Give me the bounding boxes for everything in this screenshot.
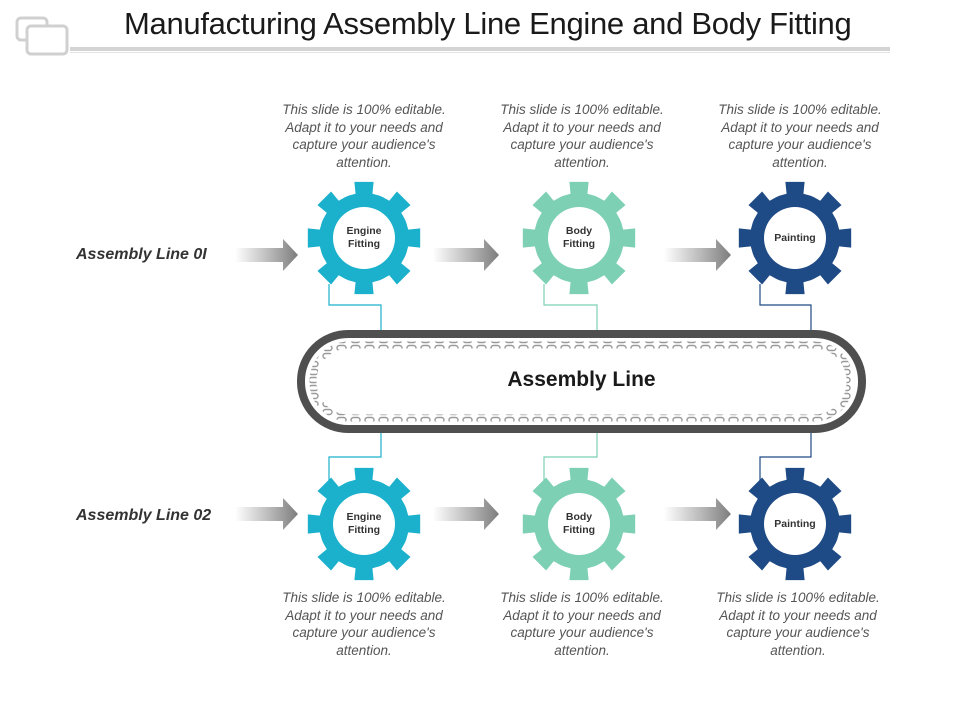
connector-lines: [328, 284, 812, 486]
gear-engine-fitting-row-2: Engine Fitting: [306, 466, 422, 582]
connector-top-1: [328, 284, 382, 333]
gear-painting-row-1: Painting: [737, 180, 853, 296]
gear-label: Painting: [774, 231, 816, 244]
arrow-right-icon: [664, 498, 731, 530]
connector-bottom-3: [759, 431, 812, 486]
gear-label: Body Fitting: [562, 511, 596, 536]
step-description-top-3: This slide is 100% editable. Adapt it to…: [718, 102, 882, 170]
gear-center: [764, 493, 826, 555]
gear-center: [333, 207, 395, 269]
gear-label: Engine Fitting: [346, 511, 382, 536]
slide-corner-icon: [15, 16, 69, 56]
connector-top-2: [543, 284, 598, 333]
gear-center: [333, 493, 395, 555]
connector-bottom-1: [328, 431, 382, 486]
gear-icon: [522, 467, 636, 581]
gear-body-fitting-row-2: Body Fitting: [521, 466, 637, 582]
gear-label: Painting: [774, 517, 816, 530]
page-title: Manufacturing Assembly Line Engine and B…: [124, 6, 852, 41]
row-label-assembly-line-2: Assembly Line 02: [76, 507, 212, 524]
gear-painting-row-2: Painting: [737, 466, 853, 582]
step-description-bottom-2: This slide is 100% editable. Adapt it to…: [500, 590, 664, 658]
arrows-row-2: [235, 498, 731, 530]
gear-center: [764, 207, 826, 269]
gear-body-fitting-row-1: Body Fitting: [521, 180, 637, 296]
gear-icon: [738, 467, 852, 581]
arrow-right-icon: [664, 239, 731, 271]
gear-icon: [738, 181, 852, 295]
gear-icon: [522, 181, 636, 295]
arrow-right-icon: [433, 498, 499, 530]
step-description-top-1: This slide is 100% editable. Adapt it to…: [282, 102, 446, 170]
gear-label: Body Fitting: [562, 225, 596, 250]
step-description-bottom-1: This slide is 100% editable. Adapt it to…: [282, 590, 446, 658]
gear-center: [548, 493, 610, 555]
arrows-row-1: [235, 239, 731, 271]
step-description-bottom-3: This slide is 100% editable. Adapt it to…: [716, 590, 880, 658]
connector-top-3: [759, 284, 812, 333]
gear-icon: [307, 181, 421, 295]
assembly-line-label: Assembly Line: [507, 368, 656, 391]
arrow-right-icon: [235, 498, 298, 530]
arrow-right-icon: [433, 239, 499, 271]
title-divider: [70, 47, 890, 51]
gear-engine-fitting-row-1: Engine Fitting: [306, 180, 422, 296]
row-label-assembly-line-1: Assembly Line 0I: [76, 246, 207, 263]
arrow-right-icon: [235, 239, 298, 271]
gear-icon: [307, 467, 421, 581]
gear-label: Engine Fitting: [346, 225, 382, 250]
gear-center: [548, 207, 610, 269]
conveyor-belt: [297, 330, 866, 433]
chain-icon: [309, 341, 854, 422]
connector-bottom-2: [543, 431, 598, 486]
title-divider-thin: [70, 52, 890, 53]
step-description-top-2: This slide is 100% editable. Adapt it to…: [500, 102, 664, 170]
